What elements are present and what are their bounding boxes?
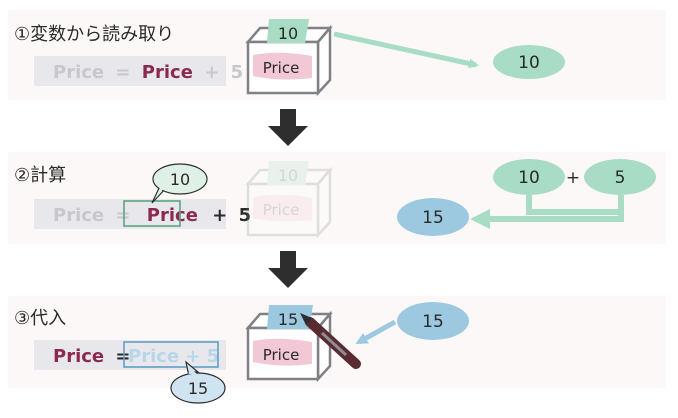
step1-code-num: 5 [231, 62, 244, 83]
step2-code-plus: + [212, 205, 227, 226]
step2-panel [8, 152, 666, 244]
step3-callout-text: 15 [188, 379, 208, 398]
step1-heading: ①変数から読み取り [14, 24, 174, 45]
step3-value-bubble-text: 15 [422, 312, 444, 332]
step3-heading: ③代入 [14, 308, 66, 329]
step1-code-background [34, 56, 226, 86]
step2-callout-text: 10 [170, 170, 190, 189]
step2-sum-connector [488, 195, 624, 222]
step2-sum-arrowhead [470, 209, 490, 229]
step3-code-eq: = [115, 346, 130, 367]
step3-box-label: Price [263, 346, 300, 364]
step3-callout [170, 360, 226, 404]
step1-value-bubble-text: 10 [518, 53, 540, 73]
step2-code-line: Price = Price + 5 [53, 205, 251, 226]
step1-code-line: Price = Price + 5 [53, 62, 243, 83]
step1-box-tag: 10 [278, 24, 298, 43]
step2-code-num: 5 [239, 205, 252, 226]
step3-code-right-expr: Price + 5 [128, 346, 219, 367]
step2-result-text: 15 [422, 208, 444, 228]
down-arrow-icon [268, 251, 308, 288]
step3-code-line: Price = [53, 346, 131, 367]
step2-code-left: Price [53, 205, 104, 226]
pen-icon [300, 313, 361, 369]
step2-operator: + [566, 168, 580, 188]
step1-code-left: Price [53, 62, 104, 83]
step2-code-right-var: Price [147, 205, 198, 226]
step2-operand-b-text: 5 [615, 168, 626, 188]
step2-heading: ②計算 [14, 165, 66, 186]
step2-highlight-frame [123, 200, 181, 227]
step2-box-tag: 10 [278, 166, 298, 185]
down-arrow-icon [268, 109, 308, 146]
step2-callout [151, 163, 208, 204]
step3-assign-arrow [355, 319, 397, 345]
step3-value-bubble [397, 302, 469, 340]
step2-box-label: Price [263, 201, 300, 219]
step2-operand-a-text: 10 [518, 168, 540, 188]
step3-highlight-frame [123, 341, 219, 368]
step1-code-plus: + [204, 62, 219, 83]
step3-code-left: Price [53, 346, 104, 367]
step1-code-right-var: Price [142, 62, 193, 83]
step1-variable-box [245, 19, 333, 97]
step2-operand-b [584, 159, 656, 195]
step2-code-background [34, 199, 226, 229]
step3-box-tag: 15 [278, 310, 298, 329]
step2-code-eq: = [115, 205, 130, 226]
step3-code-background [34, 340, 226, 370]
step2-variable-box-faded [245, 161, 333, 239]
step1-read-arrow [333, 31, 479, 69]
step1-value-bubble [493, 45, 565, 79]
step2-result-bubble [397, 198, 469, 236]
step2-operand-a [493, 159, 565, 195]
step1-box-label: Price [263, 59, 300, 77]
step1-code-eq: = [115, 62, 130, 83]
